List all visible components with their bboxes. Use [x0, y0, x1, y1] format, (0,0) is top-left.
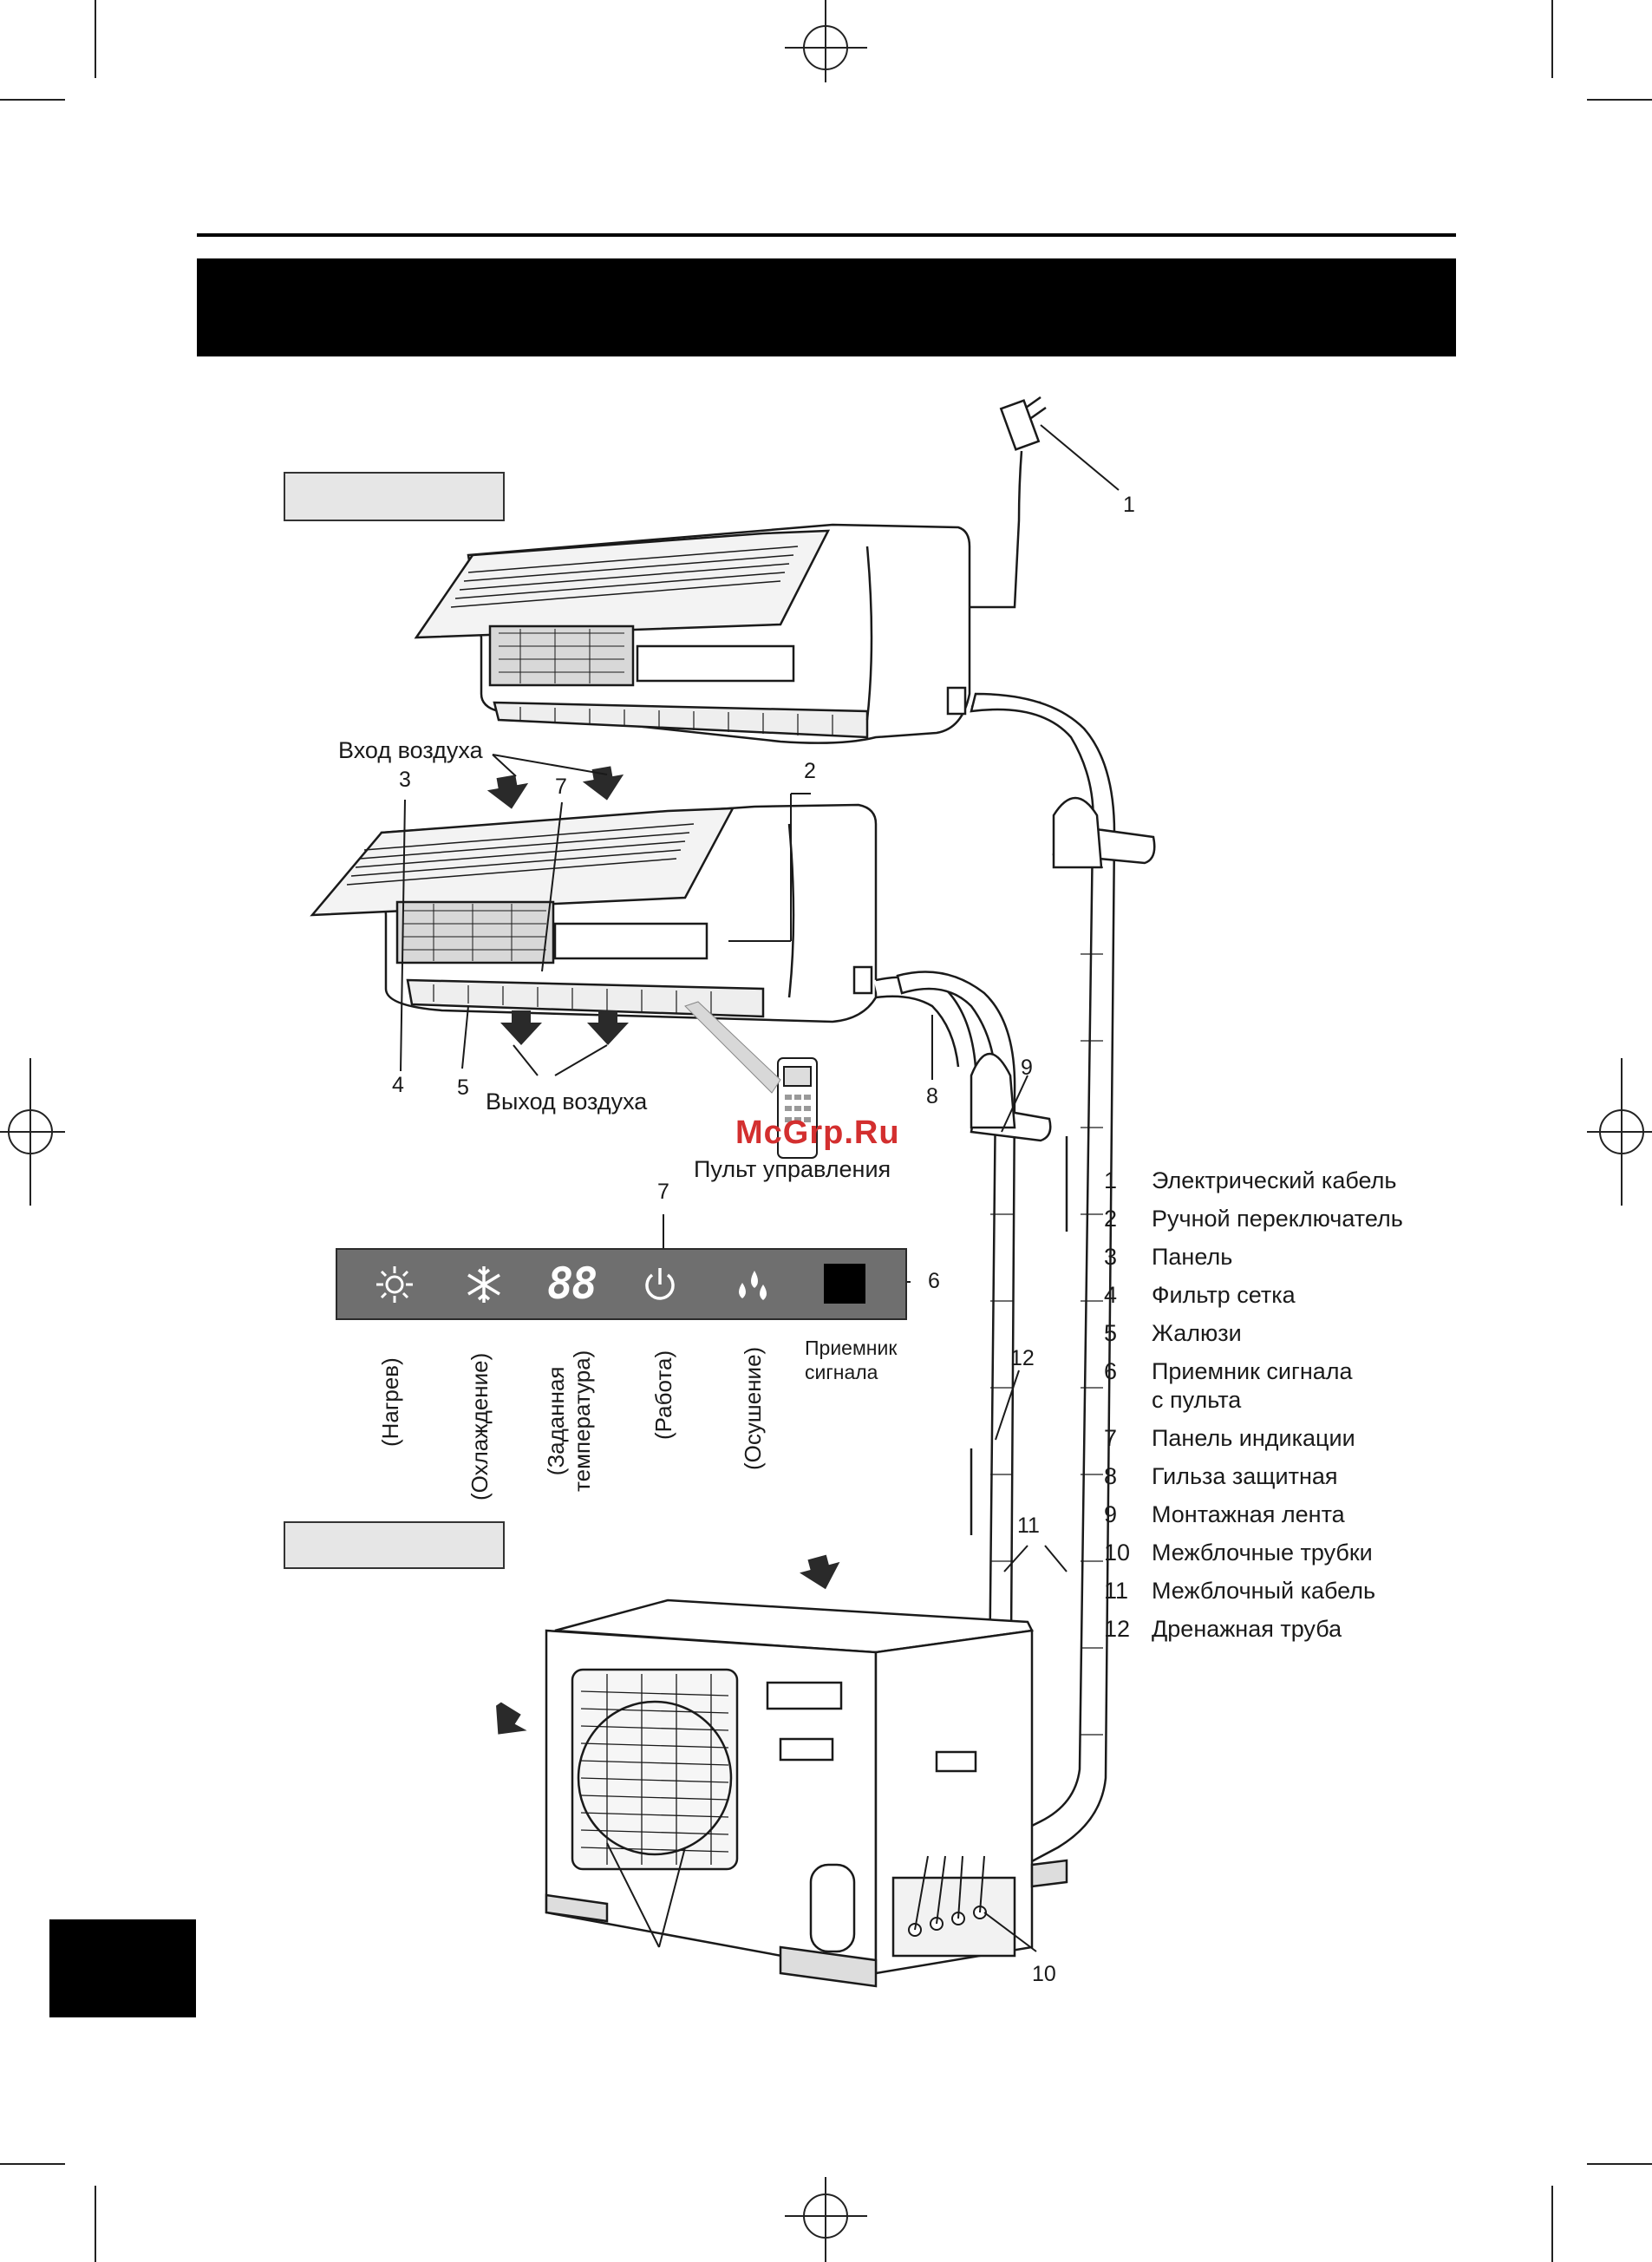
- leader-lines: [400, 424, 1120, 1952]
- legend-item: 12 Дренажная труба: [1104, 1615, 1503, 1644]
- legend: 1 Электрический кабель 2 Ручной переключате…: [1104, 1167, 1503, 1653]
- callout-1: 1: [1123, 493, 1135, 517]
- caption-cool: (Охлаждение): [467, 1352, 493, 1500]
- air-out-label: Выход воздуха: [486, 1089, 648, 1115]
- legend-text: Ручной переключатель: [1152, 1206, 1403, 1232]
- legend-number: 8: [1104, 1463, 1118, 1489]
- legend-text: Монтажная лента: [1152, 1501, 1345, 1527]
- caption-run: (Работа): [650, 1350, 676, 1440]
- callout-3: 3: [399, 768, 411, 792]
- page-tab: [49, 1919, 196, 2017]
- caption-dry: (Осушение): [740, 1346, 766, 1470]
- caption-set-temp: (Заданная температура): [543, 1350, 595, 1492]
- callout-2: 2: [804, 759, 816, 783]
- callout-4: 4: [392, 1073, 404, 1097]
- legend-item: 8 Гильза защитная: [1104, 1462, 1503, 1491]
- power-icon: [645, 1268, 675, 1300]
- power-cable: [970, 396, 1047, 609]
- legend-number: 4: [1104, 1282, 1118, 1308]
- legend-text: Приемник сигнала с пульта: [1152, 1358, 1353, 1413]
- legend-item: 2 Ручной переключатель: [1104, 1205, 1503, 1233]
- legend-item: 6 Приемник сигнала с пульта: [1104, 1357, 1503, 1415]
- callout-9: 9: [1021, 1056, 1033, 1080]
- air-in-label: Вход воздуха: [338, 737, 483, 763]
- pipe-bundle-right: [970, 692, 1156, 1884]
- callout-7-panel: 7: [657, 1180, 669, 1204]
- legend-item: 4 Фильтр сетка: [1104, 1281, 1503, 1310]
- watermark: McGrp.Ru: [735, 1115, 900, 1151]
- legend-item: 1 Электрический кабель: [1104, 1167, 1503, 1195]
- legend-text: Фильтр сетка: [1152, 1282, 1296, 1308]
- caption-heat: (Нагрев): [377, 1357, 403, 1447]
- legend-item: 5 Жалюзи: [1104, 1319, 1503, 1348]
- legend-item: 9 Монтажная лента: [1104, 1500, 1503, 1529]
- callout-12: 12: [1010, 1346, 1035, 1370]
- drops-icon: [739, 1271, 767, 1300]
- legend-item: 10 Межблочные трубки: [1104, 1539, 1503, 1567]
- legend-text: Дренажная труба: [1152, 1616, 1342, 1642]
- legend-item: 3 Панель: [1104, 1243, 1503, 1272]
- legend-text: Панель: [1152, 1244, 1233, 1270]
- callout-6: 6: [928, 1269, 940, 1293]
- remote-signal-beam: [684, 1001, 781, 1094]
- legend-text: Межблочные трубки: [1152, 1540, 1373, 1566]
- legend-number: 11: [1104, 1578, 1129, 1604]
- legend-number: 9: [1104, 1501, 1118, 1527]
- callout-11: 11: [1017, 1513, 1040, 1538]
- section-box-outdoor: [284, 1521, 505, 1569]
- legend-text: Гильза защитная: [1152, 1463, 1338, 1489]
- legend-number: 1: [1104, 1167, 1118, 1193]
- legend-number: 10: [1104, 1540, 1131, 1566]
- legend-number: 7: [1104, 1425, 1118, 1451]
- callout-10: 10: [1032, 1962, 1056, 1986]
- legend-text: Панель индикации: [1152, 1425, 1355, 1451]
- indoor-unit-upper: [414, 523, 1041, 744]
- header-rule: [197, 233, 1456, 237]
- indoor-unit-lower: [310, 803, 993, 1068]
- callout-8: 8: [926, 1084, 938, 1108]
- legend-text: Электрический кабель: [1152, 1167, 1397, 1193]
- legend-number: 3: [1104, 1244, 1118, 1270]
- remote-label: Пульт управления: [694, 1156, 891, 1182]
- legend-number: 12: [1104, 1616, 1131, 1642]
- section-box-indoor: [284, 472, 505, 521]
- caption-receiver: Приемник сигнала: [805, 1337, 898, 1383]
- legend-number: 6: [1104, 1358, 1118, 1384]
- outdoor-unit: [545, 1598, 1068, 1988]
- temperature-display: 88: [547, 1258, 597, 1309]
- legend-item: 7 Панель индикации: [1104, 1424, 1503, 1453]
- legend-text: Межблочный кабель: [1152, 1578, 1376, 1604]
- legend-number: 5: [1104, 1320, 1118, 1346]
- indicator-panel: 88: [336, 1248, 907, 1320]
- legend-text: Жалюзи: [1152, 1320, 1242, 1346]
- legend-item: 11 Межблочный кабель: [1104, 1577, 1503, 1605]
- sun-icon: [376, 1266, 413, 1303]
- remote-controller: [777, 1057, 818, 1159]
- receiver-square: [824, 1264, 865, 1304]
- legend-number: 2: [1104, 1206, 1118, 1232]
- snowflake-icon: [467, 1266, 500, 1303]
- header-bar: [197, 258, 1456, 356]
- callout-5: 5: [457, 1075, 469, 1100]
- callout-7-unit: 7: [555, 775, 567, 799]
